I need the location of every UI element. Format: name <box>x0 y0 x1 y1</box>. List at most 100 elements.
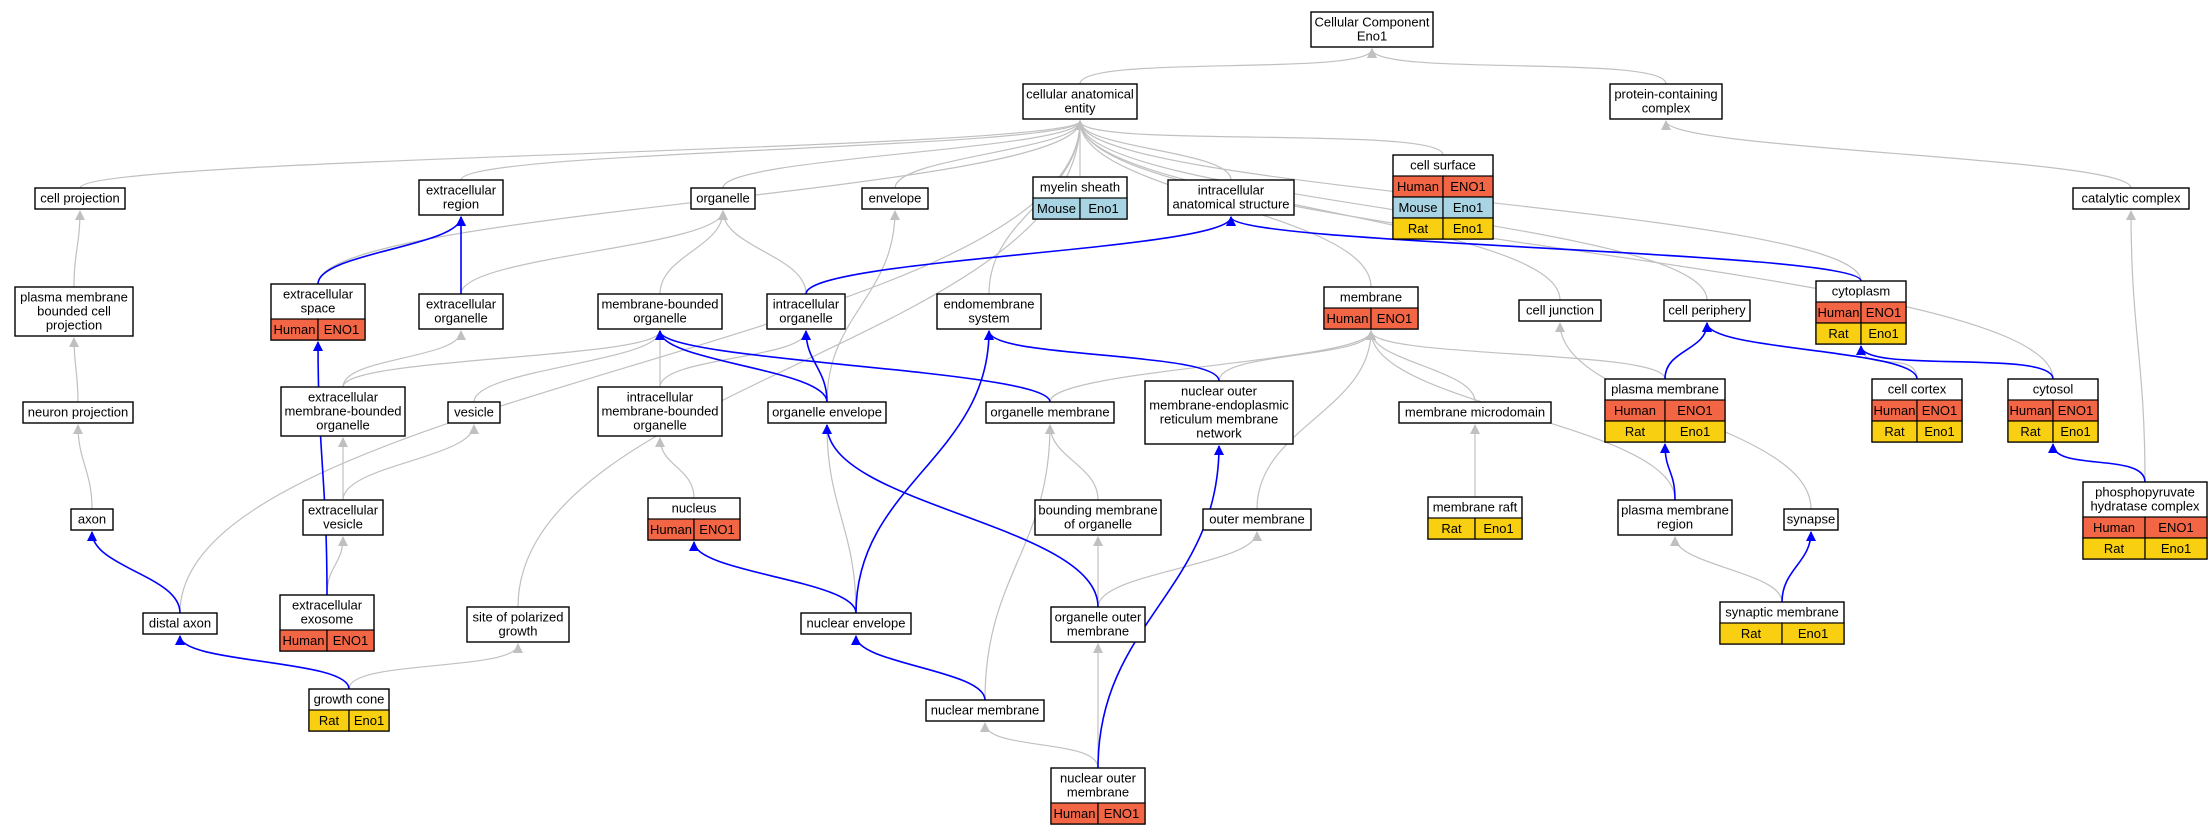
node-label: reticulum membrane <box>1160 412 1279 427</box>
node-axon[interactable]: axon <box>70 508 114 531</box>
node-label: plasma membrane <box>1621 503 1729 518</box>
node-label: cell projection <box>40 191 120 206</box>
node-outermem[interactable]: outer membrane <box>1202 508 1312 531</box>
node-label: space <box>301 301 336 316</box>
edge-catcomp-to-pcc <box>1661 120 2132 189</box>
node-label: exosome <box>301 612 354 627</box>
node-label: nuclear outer <box>1181 384 1258 399</box>
node-distalaxon[interactable]: distal axon <box>142 612 218 635</box>
annotation-gene: ENO1 <box>1104 806 1139 821</box>
node-label: plasma membrane <box>1611 382 1719 397</box>
node-label: hydratase complex <box>2090 499 2200 514</box>
node-cellperi[interactable]: cell periphery <box>1663 299 1751 322</box>
node-label: intracellular <box>1198 183 1265 198</box>
node-memmicro[interactable]: membrane microdomain <box>1398 401 1552 424</box>
annotation-species: Rat <box>1625 424 1646 439</box>
node-box <box>418 179 504 216</box>
node-label: anatomical structure <box>1172 197 1289 212</box>
node-label: cellular anatomical <box>1026 87 1134 102</box>
node-label: endomembrane <box>943 297 1034 312</box>
node-nucenv[interactable]: nuclear envelope <box>800 612 912 635</box>
annotation-species: Rat <box>1408 221 1429 236</box>
node-organelle[interactable]: organelle <box>690 187 756 210</box>
node-orgenv[interactable]: organelle envelope <box>767 401 887 424</box>
node-neuronproj[interactable]: neuron projection <box>22 401 134 424</box>
edge-cellcortex-to-cellperi <box>1702 322 1918 380</box>
node-orgmem[interactable]: organelle membrane <box>985 401 1115 424</box>
node-label: extracellular <box>308 503 379 518</box>
node-box <box>418 293 504 330</box>
node-box <box>1310 11 1434 48</box>
annotation-cell <box>1442 217 1494 240</box>
annotation-cell <box>1474 517 1523 540</box>
node-cellproj[interactable]: cell projection <box>34 187 126 210</box>
annotation-species: Human <box>1327 311 1369 326</box>
node-label: extracellular <box>426 297 497 312</box>
annotation-cell <box>2052 420 2099 443</box>
annotation-species: Human <box>283 633 325 648</box>
node-synapse[interactable]: synapse <box>1783 508 1839 531</box>
node-label: nuclear envelope <box>806 616 905 631</box>
annotation-species: Rat <box>2020 424 2041 439</box>
node-nomer[interactable]: nuclear outermembrane-endoplasmicreticul… <box>1144 380 1294 445</box>
node-box <box>14 286 134 337</box>
edge-envelope-to-cae <box>894 120 1085 189</box>
node-envelope[interactable]: envelope <box>861 187 929 210</box>
edge-phh-to-catcomp <box>2126 210 2146 483</box>
node-label: membrane <box>1340 290 1402 305</box>
node-box <box>1050 606 1146 643</box>
node-label: organelle <box>434 311 488 326</box>
annotation-gene: ENO1 <box>1866 305 1901 320</box>
node-label: neuron projection <box>28 405 128 420</box>
node-label: cytoplasm <box>1832 284 1891 299</box>
node-nucmem[interactable]: nuclear membrane <box>925 699 1045 722</box>
node-label: membrane raft <box>1433 500 1518 515</box>
annotation-cell <box>1860 322 1907 345</box>
node-vesicle[interactable]: vesicle <box>447 401 501 424</box>
node-label: system <box>968 311 1009 326</box>
edge-nucenv-to-orgenv <box>822 424 857 614</box>
annotation-gene: ENO1 <box>1677 403 1712 418</box>
node-catcomp[interactable]: catalytic complex <box>2072 187 2190 210</box>
annotation-gene: ENO1 <box>1922 403 1957 418</box>
annotation-gene: ENO1 <box>699 522 734 537</box>
node-label: intracellular <box>773 297 840 312</box>
node-box <box>936 293 1042 330</box>
node-label: myelin sheath <box>1040 180 1120 195</box>
node-celljunc[interactable]: cell junction <box>1518 299 1602 322</box>
edge-nom-to-nomer <box>1097 445 1224 769</box>
